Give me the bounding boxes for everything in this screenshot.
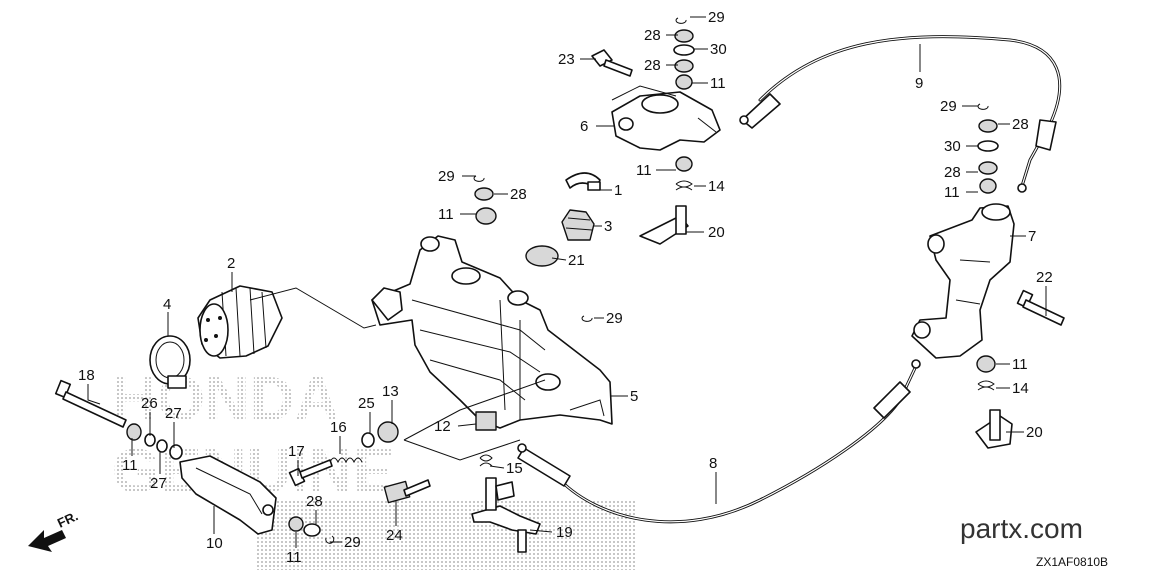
callout-label: 11 bbox=[636, 162, 652, 179]
callout-labels: 29 28 30 23 28 11 6 11 14 20 9 29 28 30 … bbox=[78, 9, 1053, 566]
part-clamp bbox=[149, 335, 191, 389]
callout-label: 28 bbox=[510, 186, 527, 203]
frame-line-d bbox=[611, 85, 677, 101]
callout-label: 15 bbox=[506, 460, 523, 477]
callout-label: 11 bbox=[122, 457, 138, 474]
frame-line-a bbox=[249, 287, 377, 329]
callout-label: 16 bbox=[330, 419, 347, 436]
callout-label: 29 bbox=[606, 310, 623, 327]
callout-label: 7 bbox=[1028, 228, 1036, 245]
callout-label: 27 bbox=[165, 405, 182, 422]
callout-label: 29 bbox=[344, 534, 361, 551]
callout-label: 3 bbox=[604, 218, 612, 235]
part-bolt-long bbox=[54, 379, 127, 428]
callout-label: 30 bbox=[944, 138, 961, 155]
callout-label: 6 bbox=[580, 118, 588, 135]
callout-label: 11 bbox=[710, 75, 726, 92]
callout-label: 29 bbox=[438, 168, 455, 185]
part-lever-6 bbox=[591, 17, 721, 245]
watermark-dot-band bbox=[255, 500, 635, 570]
callout-label: 11 bbox=[286, 549, 302, 566]
callout-label: 26 bbox=[141, 395, 158, 412]
callout-label: 28 bbox=[944, 164, 961, 181]
arrow-icon bbox=[28, 530, 66, 552]
callout-label: 11 bbox=[1012, 356, 1028, 373]
callout-label: 28 bbox=[1012, 116, 1029, 133]
part-bracket-main bbox=[371, 235, 613, 429]
callout-label: 8 bbox=[709, 455, 717, 472]
parts bbox=[54, 17, 1065, 553]
callout-label: 24 bbox=[386, 527, 403, 544]
front-direction-indicator: FR. bbox=[28, 508, 80, 552]
callout-label: 13 bbox=[382, 383, 399, 400]
callout-label: 29 bbox=[940, 98, 957, 115]
callout-label: 30 bbox=[710, 41, 727, 58]
callout-label: 9 bbox=[915, 75, 923, 92]
part-small-hardware bbox=[126, 423, 335, 544]
callout-label: 20 bbox=[1026, 424, 1043, 441]
callout-label: 28 bbox=[306, 493, 323, 510]
callout-label: 11 bbox=[944, 184, 960, 201]
callout-label: 1 bbox=[614, 182, 622, 199]
leader-lines bbox=[87, 16, 1047, 548]
callout-label: 20 bbox=[708, 224, 725, 241]
part-lever-7 bbox=[911, 103, 1065, 449]
callout-label: 27 bbox=[150, 475, 167, 492]
callout-label: 14 bbox=[708, 178, 725, 195]
callout-label: 2 bbox=[227, 255, 235, 272]
frame-line-c bbox=[403, 439, 521, 461]
callout-label: 28 bbox=[644, 27, 661, 44]
part-spring-assembly bbox=[288, 411, 497, 504]
callout-label: 12 bbox=[434, 418, 451, 435]
callout-label: 17 bbox=[288, 443, 305, 460]
site-label: partx.com bbox=[960, 513, 1083, 544]
callout-label: 4 bbox=[163, 296, 171, 313]
callout-label: 5 bbox=[630, 388, 638, 405]
part-upper-small bbox=[473, 172, 601, 322]
part-lever-19 bbox=[471, 477, 541, 553]
callout-label: 11 bbox=[438, 206, 454, 223]
callout-label: 25 bbox=[358, 395, 375, 412]
callout-label: 21 bbox=[568, 252, 585, 269]
callout-label: 14 bbox=[1012, 380, 1029, 397]
part-boot bbox=[197, 285, 283, 359]
callout-label: 19 bbox=[556, 524, 573, 541]
direction-label: FR. bbox=[55, 508, 80, 530]
callout-label: 18 bbox=[78, 367, 95, 384]
callout-label: 22 bbox=[1036, 269, 1053, 286]
part-grip bbox=[179, 455, 277, 535]
part-cable-lower bbox=[517, 359, 921, 524]
diagram-code: ZX1AF0810B bbox=[1036, 555, 1108, 569]
callout-label: 29 bbox=[708, 9, 725, 26]
frame-line-b bbox=[403, 379, 546, 441]
callout-label: 23 bbox=[558, 51, 575, 68]
part-cable-upper bbox=[739, 35, 1062, 193]
callout-label: 10 bbox=[206, 535, 223, 552]
callout-label: 28 bbox=[644, 57, 661, 74]
